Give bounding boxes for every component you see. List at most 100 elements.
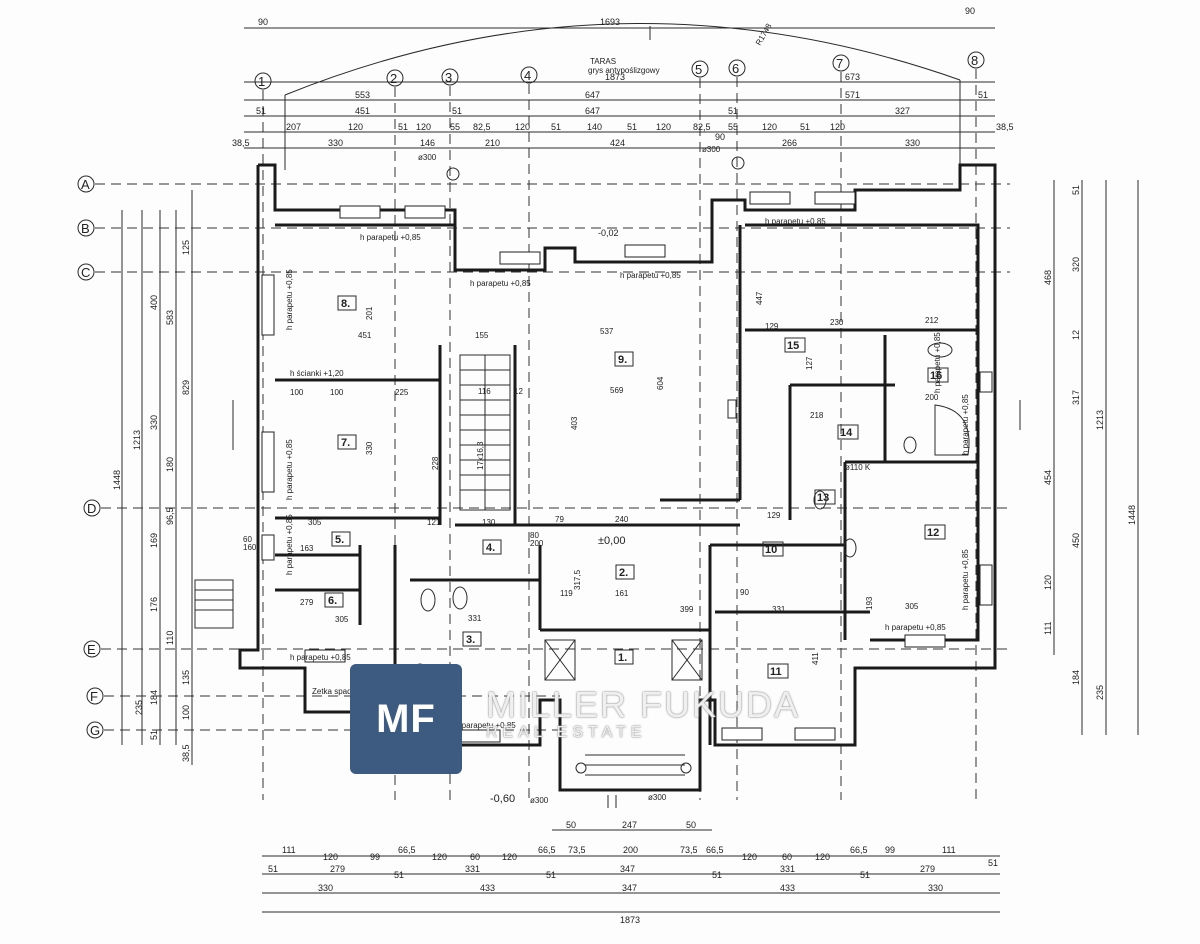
svg-text:51: 51 — [988, 858, 998, 868]
room-5: 5. — [335, 534, 344, 546]
column-label: ø300 — [418, 153, 437, 162]
svg-text:Zetka spad 0,00: Zetka spad 0,00 — [312, 687, 370, 696]
svg-text:h parapetu +0,85: h parapetu +0,85 — [620, 271, 681, 280]
svg-text:331: 331 — [780, 864, 795, 874]
svg-text:120: 120 — [830, 122, 845, 132]
svg-text:8: 8 — [971, 53, 978, 68]
svg-text:212: 212 — [925, 316, 939, 325]
svg-text:h parapetu +0,85: h parapetu +0,85 — [455, 721, 516, 730]
svg-text:E: E — [87, 642, 96, 657]
svg-text:320: 320 — [1071, 257, 1081, 272]
svg-text:451: 451 — [355, 106, 370, 116]
svg-text:330: 330 — [928, 883, 943, 893]
svg-text:305: 305 — [308, 518, 322, 527]
svg-text:90: 90 — [965, 6, 975, 16]
svg-text:ø110 K: ø110 K — [845, 463, 871, 472]
svg-text:51: 51 — [1071, 185, 1081, 195]
svg-text:210: 210 — [485, 138, 500, 148]
svg-text:411: 411 — [811, 652, 820, 665]
svg-text:50: 50 — [566, 820, 576, 830]
svg-text:184: 184 — [1071, 670, 1081, 685]
room-3: 3. — [466, 634, 475, 646]
svg-text:279: 279 — [920, 864, 935, 874]
room-9: 9. — [618, 354, 627, 366]
svg-text:66,5: 66,5 — [538, 845, 556, 855]
bottom-dims-row2: 51 279 51 331 51 347 51 331 51 279 51 — [268, 858, 998, 880]
svg-text:120: 120 — [656, 122, 671, 132]
svg-text:169: 169 — [149, 533, 159, 548]
svg-text:38,5: 38,5 — [996, 122, 1014, 132]
axis-numbers: 1 2 3 4 5 6 7 8 — [254, 51, 985, 90]
svg-text:D: D — [87, 501, 96, 516]
bottom-dims-row3: 330 433 347 433 330 — [318, 883, 943, 893]
svg-text:647: 647 — [585, 106, 600, 116]
svg-text:99: 99 — [885, 845, 895, 855]
svg-text:331: 331 — [468, 614, 482, 623]
svg-text:207: 207 — [286, 122, 301, 132]
svg-text:450: 450 — [1071, 533, 1081, 548]
svg-text:h ścianki +1,20: h ścianki +1,20 — [290, 369, 344, 378]
svg-text:120: 120 — [762, 122, 777, 132]
svg-text:347: 347 — [622, 883, 637, 893]
svg-text:51: 51 — [627, 122, 637, 132]
bottom-dims-row4: 1873 — [620, 915, 640, 925]
svg-text:111: 111 — [1043, 621, 1053, 635]
logo-initials: MF — [376, 696, 436, 741]
svg-text:ø300: ø300 — [530, 796, 549, 805]
room-7: 7. — [341, 437, 350, 449]
svg-text:120: 120 — [1043, 575, 1053, 590]
svg-text:200: 200 — [925, 393, 939, 402]
svg-text:266: 266 — [782, 138, 797, 148]
svg-text:673: 673 — [845, 72, 860, 82]
svg-text:120: 120 — [815, 852, 830, 862]
svg-text:447: 447 — [755, 291, 764, 305]
svg-text:120: 120 — [323, 852, 338, 862]
svg-text:1: 1 — [258, 74, 265, 89]
section-markers — [232, 26, 1021, 808]
svg-text:51: 51 — [860, 870, 870, 880]
svg-text:60: 60 — [470, 852, 480, 862]
svg-text:569: 569 — [610, 386, 624, 395]
room-numbers: 8. 9. 7. 5. 4. 2. 6. 3. 1. 10 11 12 13 1… — [324, 295, 949, 679]
svg-text:330: 330 — [905, 138, 920, 148]
room-6: 6. — [328, 595, 337, 607]
terrace-arc — [284, 23, 961, 96]
svg-text:1873: 1873 — [605, 72, 625, 82]
bottom-dimension-lines — [262, 829, 1000, 913]
svg-text:55: 55 — [450, 122, 460, 132]
svg-text:h parapetu +0,85: h parapetu +0,85 — [933, 332, 942, 393]
svg-text:h parapetu +0,85: h parapetu +0,85 — [290, 653, 351, 662]
svg-text:99: 99 — [370, 852, 380, 862]
svg-text:h parapetu +0,85: h parapetu +0,85 — [885, 623, 946, 632]
svg-text:331: 331 — [772, 605, 786, 614]
svg-text:A: A — [81, 177, 90, 192]
level-top: -0,02 — [598, 228, 619, 238]
top-dims-row0: 90 1693 90 — [258, 6, 975, 27]
brand-name: MILLER FUKUDA — [486, 684, 801, 725]
svg-text:161: 161 — [615, 589, 629, 598]
svg-text:66,5: 66,5 — [706, 845, 724, 855]
svg-text:h parapetu +0,85: h parapetu +0,85 — [765, 217, 826, 226]
svg-text:583: 583 — [165, 310, 175, 325]
svg-text:120: 120 — [502, 852, 517, 862]
svg-text:129: 129 — [767, 511, 781, 520]
room-1: 1. — [618, 652, 627, 664]
svg-text:327: 327 — [895, 106, 910, 116]
svg-text:125: 125 — [181, 240, 191, 255]
svg-text:60: 60 — [243, 535, 252, 544]
svg-text:ø300: ø300 — [648, 793, 667, 802]
svg-text:1693: 1693 — [600, 17, 620, 27]
svg-text:h parapetu +0,85: h parapetu +0,85 — [285, 439, 294, 500]
axis-letters: A B C D E F G — [77, 175, 104, 739]
svg-text:330: 330 — [149, 415, 159, 430]
svg-text:829: 829 — [181, 380, 191, 395]
level-bottom: -0,60 — [490, 793, 515, 805]
svg-text:7: 7 — [836, 56, 843, 71]
right-dimension-lines: 468 320 317 454 450 120 111 184 235 1213… — [1043, 180, 1139, 735]
svg-text:2: 2 — [390, 71, 397, 86]
svg-text:111: 111 — [942, 845, 956, 855]
svg-text:230: 230 — [830, 318, 844, 327]
svg-text:279: 279 — [300, 598, 314, 607]
svg-text:454: 454 — [1043, 470, 1053, 485]
